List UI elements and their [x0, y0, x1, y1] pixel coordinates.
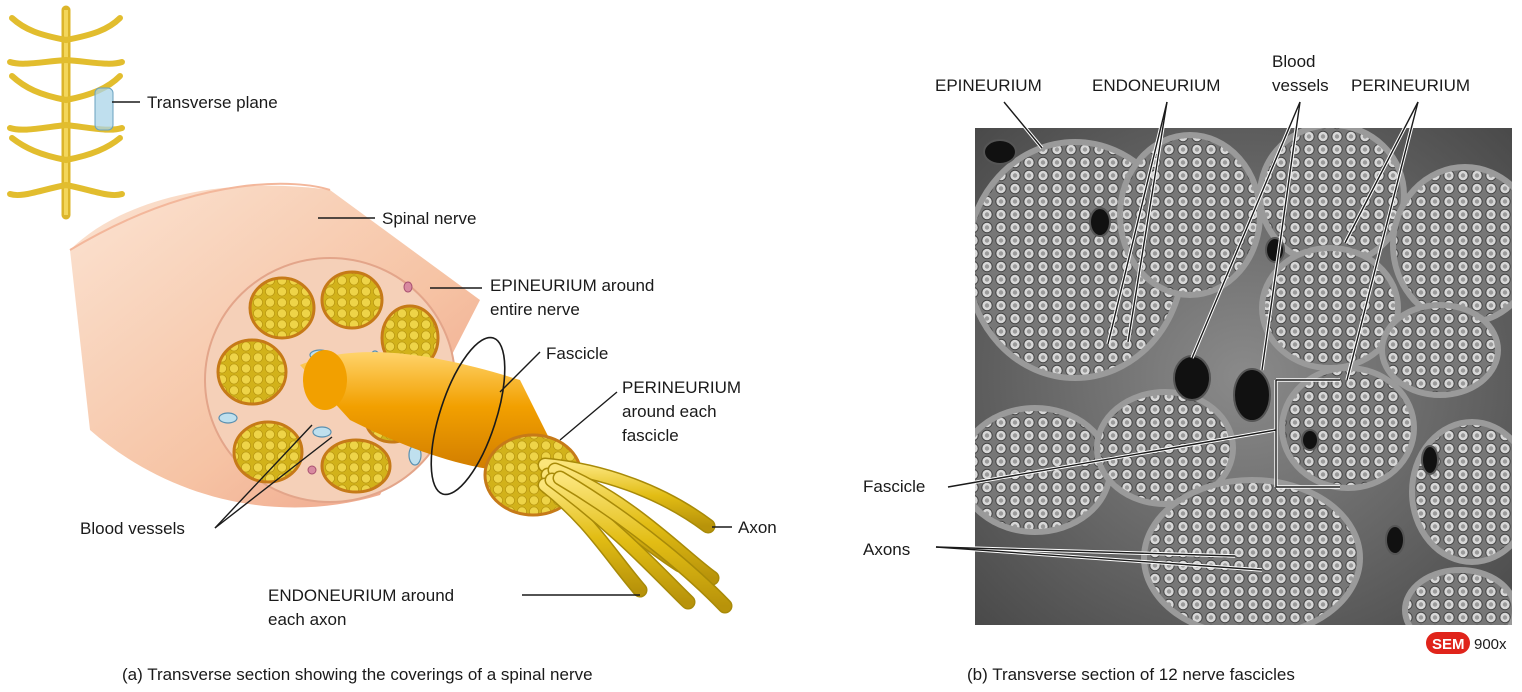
label-perineurium-a-line3: fascicle — [622, 426, 679, 445]
label-perineurium-a-line2: around each — [622, 402, 717, 421]
label-endoneurium-b: ENDONEURIUM — [1092, 76, 1220, 95]
label-spinal-nerve: Spinal nerve — [382, 209, 477, 228]
label-perineurium-a-line1: PERINEURIUM — [622, 378, 741, 397]
label-blood-vessels-b-line1: Blood — [1272, 52, 1315, 71]
label-fascicle-a: Fascicle — [546, 344, 608, 363]
sem-badge-text: SEM — [1432, 636, 1465, 653]
label-fascicle-b: Fascicle — [863, 477, 925, 496]
label-perineurium-b: PERINEURIUM — [1351, 76, 1470, 95]
label-endoneurium-a-line2: each axon — [268, 610, 346, 629]
sem-micrograph — [960, 125, 1522, 650]
caption-b: (b) Transverse section of 12 nerve fasci… — [967, 665, 1295, 684]
label-epineurium-a-line1: EPINEURIUM around — [490, 276, 654, 295]
label-epineurium-a-line2: entire nerve — [490, 300, 580, 319]
magnification: 900x — [1474, 636, 1507, 653]
label-epineurium-b: EPINEURIUM — [935, 76, 1042, 95]
label-blood-vessels-a: Blood vessels — [80, 519, 185, 538]
spinal-cord-inset — [10, 10, 122, 215]
caption-a: (a) Transverse section showing the cover… — [122, 665, 593, 684]
label-axons-b: Axons — [863, 540, 910, 559]
transverse-plane-marker — [95, 88, 113, 130]
label-blood-vessels-b-line2: vessels — [1272, 76, 1329, 95]
label-transverse-plane: Transverse plane — [147, 93, 278, 112]
label-axon: Axon — [738, 518, 777, 537]
label-endoneurium-a-line1: ENDONEURIUM around — [268, 586, 454, 605]
axons-bundle — [545, 465, 725, 606]
